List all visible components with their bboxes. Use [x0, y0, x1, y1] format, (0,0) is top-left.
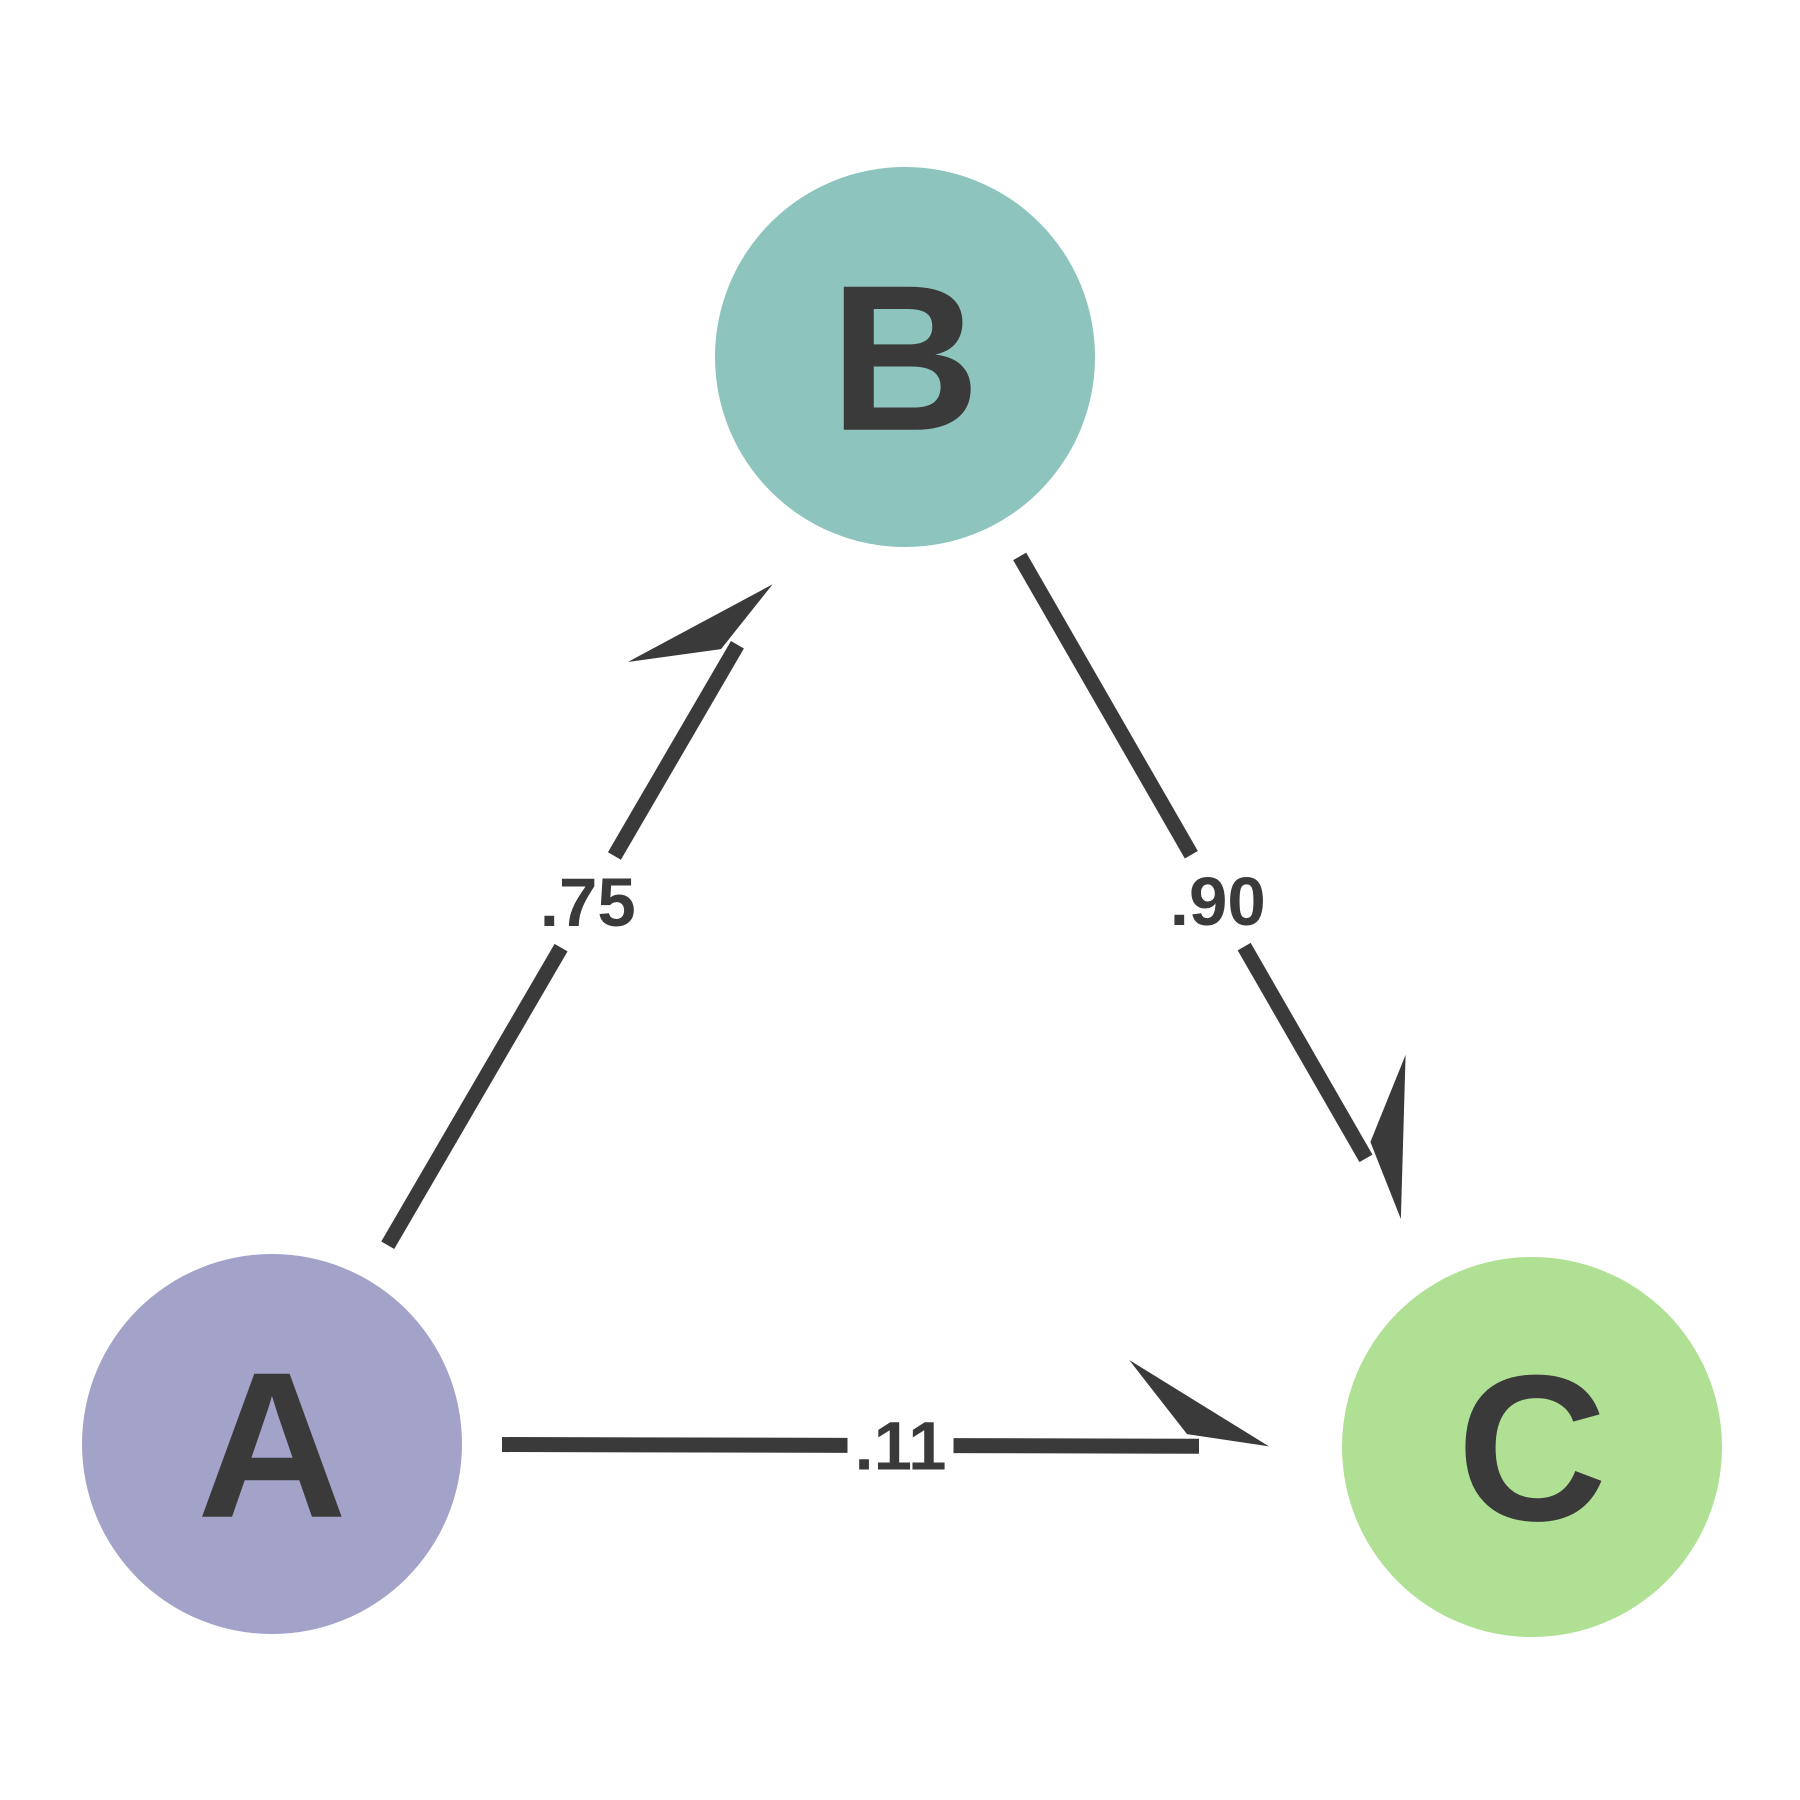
edge-B-C-shaft-end [1237, 942, 1373, 1163]
edge-B-C-shaft-start [1013, 552, 1198, 859]
node-C-circle [1342, 1257, 1722, 1637]
edge-A-C-shaft-start [501, 1437, 848, 1453]
node-C-label: C [1457, 1333, 1607, 1565]
edge-B-C-arrowhead-icon [1370, 1054, 1406, 1220]
edge-A-C-arrowhead-icon [1129, 1360, 1270, 1447]
node-B-label: B [830, 243, 980, 475]
edge-B-C-weight-label: .90 [1170, 863, 1266, 940]
edge-A-B-arrowhead-icon [627, 584, 773, 662]
node-A-circle [82, 1254, 462, 1634]
node-B-circle [715, 167, 1095, 547]
edge-A-C-weight-label: .11 [854, 1408, 946, 1485]
edge-A-B-shaft-end [607, 640, 744, 860]
node-A-label: A [197, 1330, 347, 1562]
edge-A-B-weight-label: .75 [540, 864, 636, 941]
edge-A-C-shaft-end [953, 1438, 1200, 1454]
edge-A-B-shaft-start [381, 943, 568, 1250]
